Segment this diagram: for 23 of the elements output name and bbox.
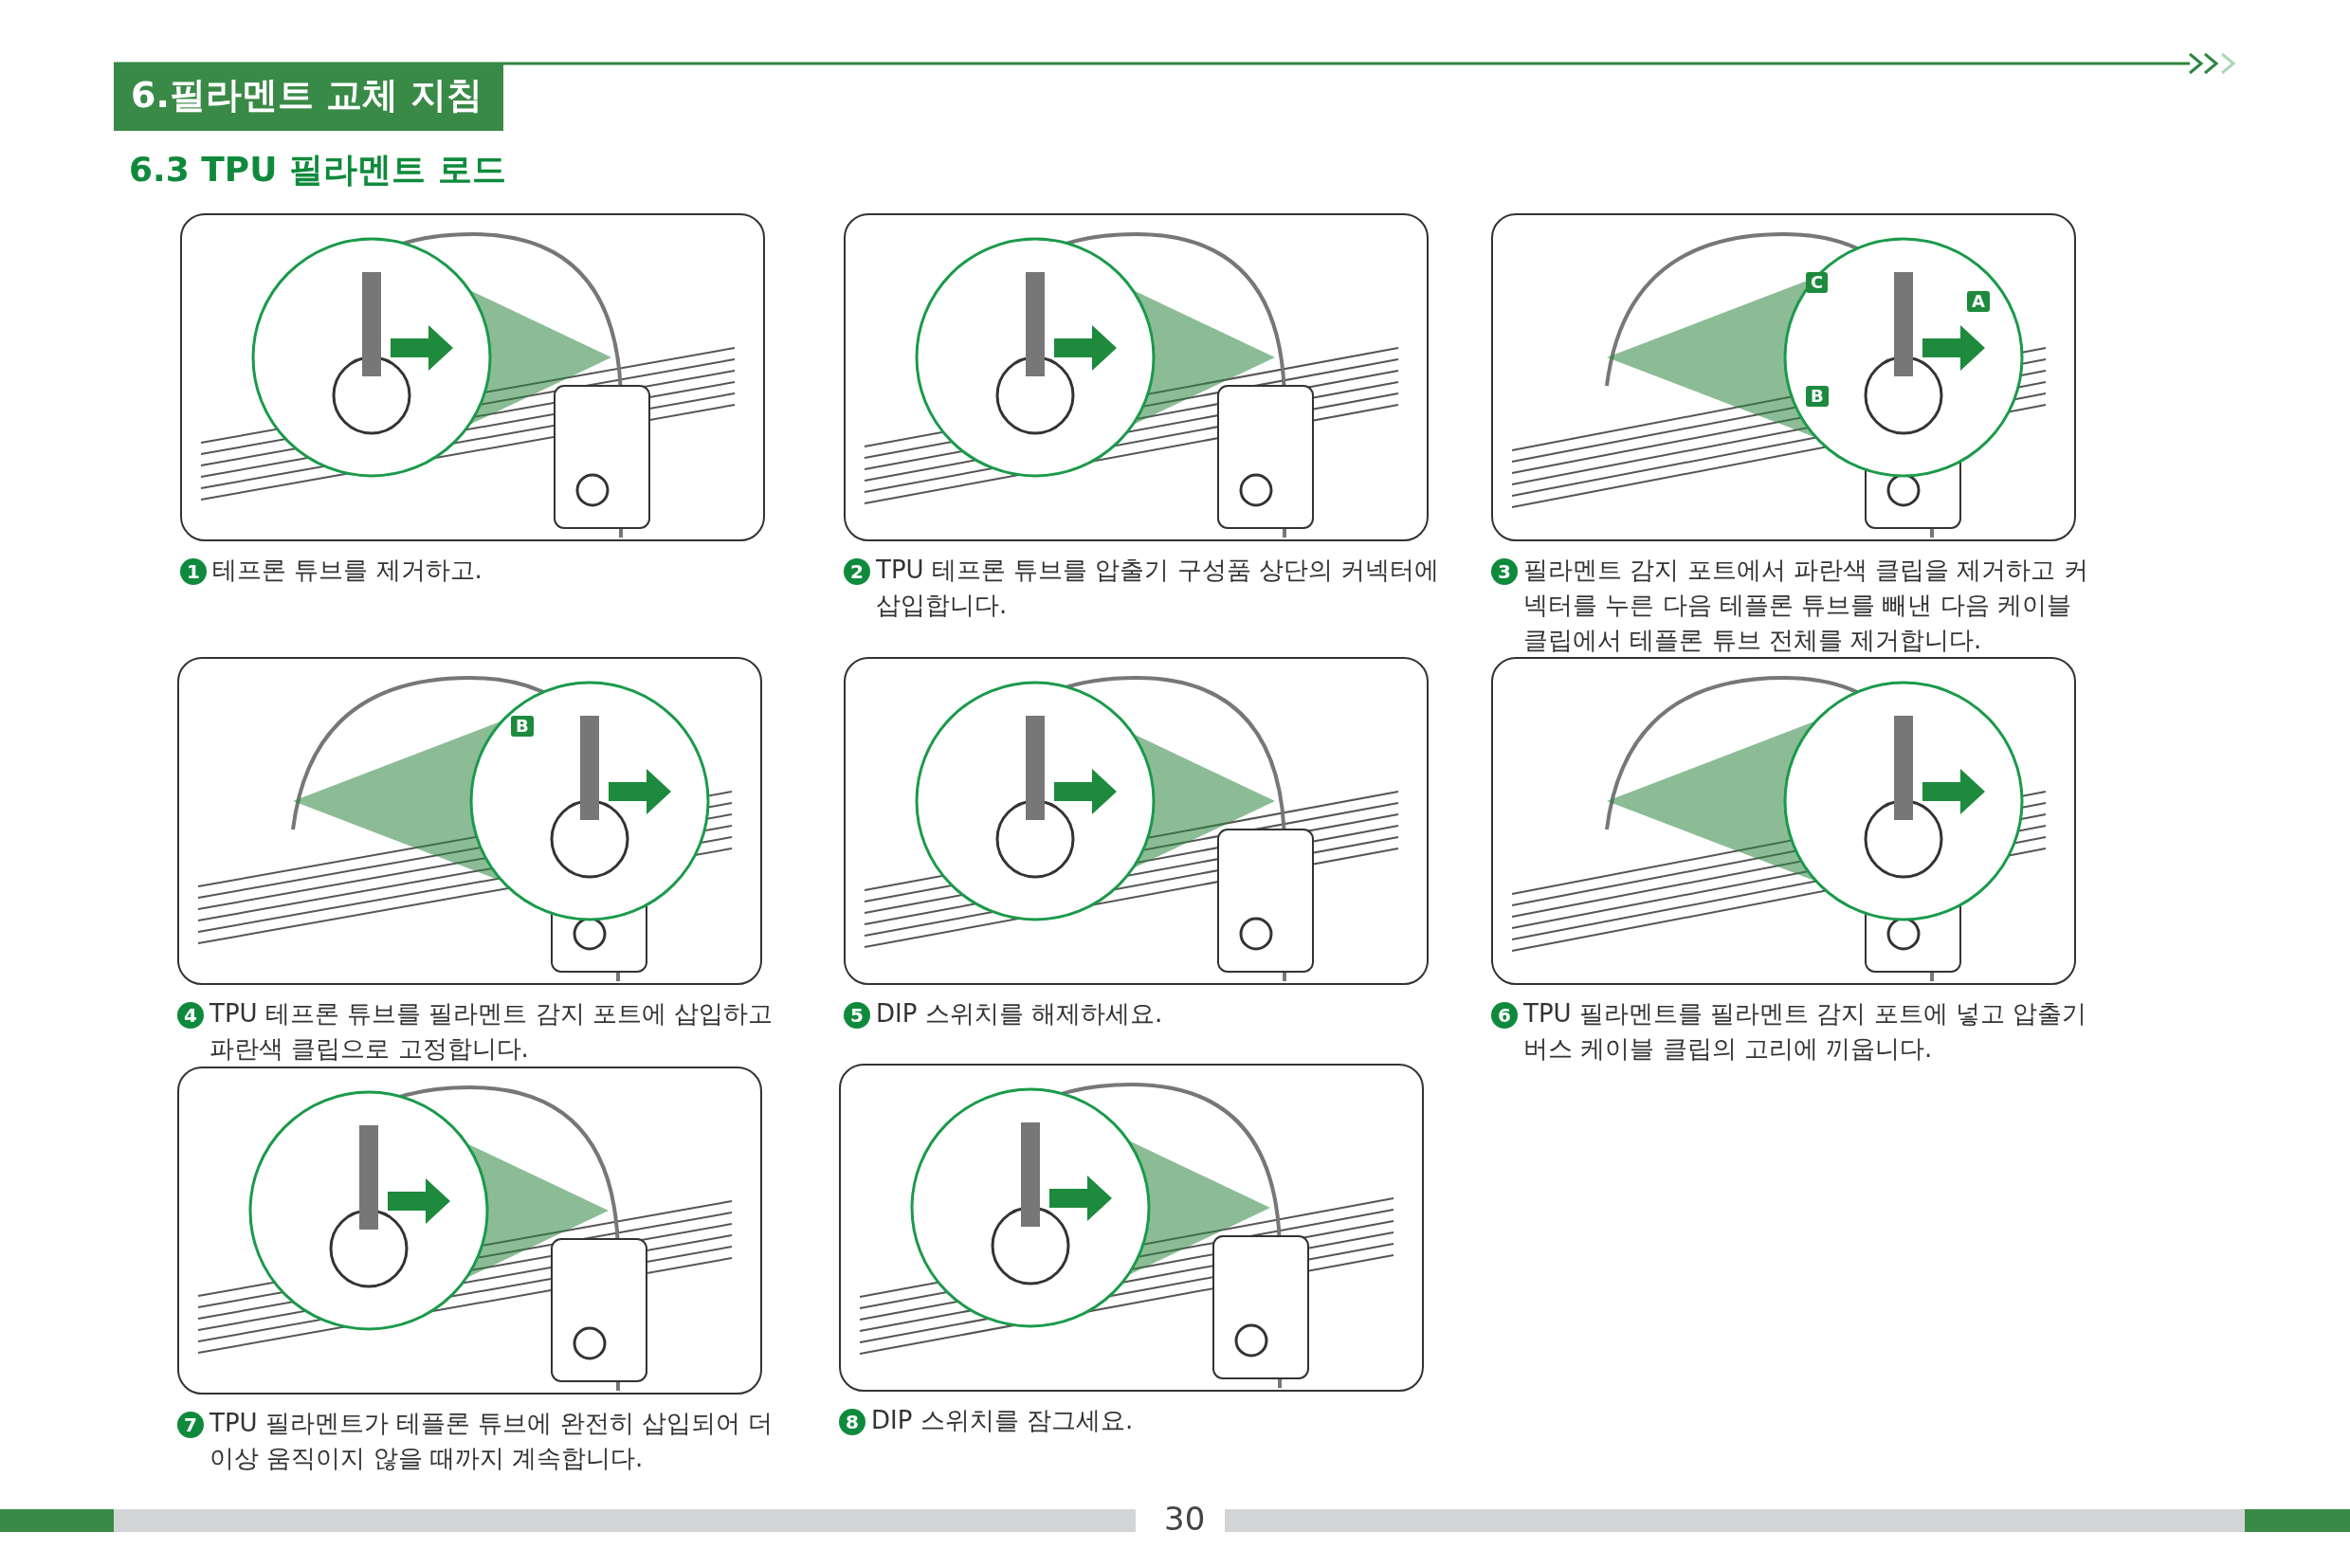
step-instruction: 테프론 튜브를 제거하고. — [212, 555, 483, 586]
step-instruction: TPU 필라멘트를 필라멘트 감지 포트에 넣고 압출기 버스 케이블 클립의 고리에 끼웁니다. — [1523, 998, 2088, 1065]
section-title: 6.필라멘트 교체 지침 — [114, 64, 504, 131]
step-instruction: 필라멘트 감지 포트에서 파란색 클립을 제거하고 커넥터를 누른 다음 테플론 튜브를 빼낸 다음 케이블 클립에서 테플론 튜브 전체를 제거합니다. — [1523, 555, 2089, 656]
arrow-letter: B — [511, 716, 534, 737]
step-instruction: TPU 테프론 튜브를 압출기 구성품 상단의 커넥터에 삽입합니다. — [876, 555, 1441, 621]
arrow-letter: A — [1967, 291, 1990, 312]
step-number: 6 — [1491, 1002, 1518, 1029]
arrow-letter: B — [1806, 386, 1829, 407]
page-number: 30 — [1164, 1500, 1206, 1538]
step-instruction: TPU 테프론 튜브를 필라멘트 감지 포트에 삽입하고 파란색 클립으로 고정합니다. — [209, 998, 774, 1065]
step-number: 3 — [1491, 558, 1518, 585]
step-instruction: DIP 스위치를 잠그세요. — [871, 1405, 1135, 1436]
step-instruction: TPU 필라멘트가 테플론 튜브에 완전히 삽입되어 더 이상 움직이지 않을 때까지 계속합니다. — [209, 1408, 774, 1474]
section-subtitle: 6.3 TPU 필라멘트 로드 — [129, 149, 506, 191]
arrow-letter: C — [1806, 272, 1829, 293]
step-number: 8 — [839, 1409, 865, 1435]
step-number: 7 — [177, 1412, 204, 1438]
step-number: 1 — [180, 558, 207, 585]
step-number: 2 — [844, 558, 870, 585]
step-number: 5 — [844, 1002, 870, 1029]
step-number: 4 — [177, 1002, 204, 1029]
step-instruction: DIP 스위치를 해제하세요. — [876, 998, 1164, 1030]
